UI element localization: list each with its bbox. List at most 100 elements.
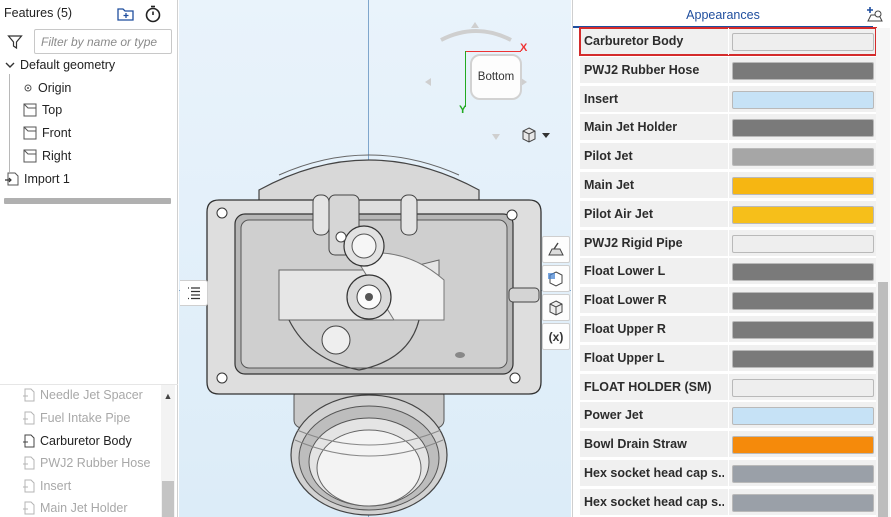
- appearance-part-name: Carburetor Body: [584, 34, 684, 48]
- tree-item-right[interactable]: Right: [22, 146, 71, 166]
- tree-item-label: Import 1: [24, 172, 70, 186]
- appearance-row[interactable]: Hex socket head cap s...: [580, 460, 876, 487]
- tree-item-origin[interactable]: Origin: [22, 78, 71, 98]
- tree-item-label: Right: [42, 149, 72, 163]
- appearance-row[interactable]: Insert: [580, 85, 876, 113]
- part-item-insert[interactable]: Insert: [22, 476, 71, 496]
- appearance-row[interactable]: Power Jet: [580, 402, 876, 430]
- appearance-row[interactable]: FLOAT HOLDER (SM): [580, 373, 876, 401]
- color-swatch[interactable]: [732, 493, 874, 512]
- color-swatch[interactable]: [732, 205, 874, 224]
- appearance-part-name: Bowl Drain Straw: [584, 437, 687, 452]
- feature-filter-input[interactable]: [34, 29, 172, 54]
- appearances-scroll-thumb[interactable]: [878, 282, 888, 517]
- rollback-timer-icon[interactable]: [144, 5, 162, 23]
- color-swatch[interactable]: [732, 33, 874, 51]
- variables-button[interactable]: (x): [542, 323, 570, 350]
- appearances-tab[interactable]: Appearances: [686, 8, 760, 22]
- appearance-part-name: Power Jet: [584, 408, 644, 423]
- column-divider: [728, 258, 729, 286]
- color-swatch[interactable]: [732, 349, 874, 368]
- feature-list-scrollbar[interactable]: [4, 198, 171, 204]
- appearance-row[interactable]: Main Jet: [580, 172, 876, 199]
- tree-item-top[interactable]: Top: [22, 100, 62, 120]
- list-icon: [187, 287, 200, 300]
- appearance-row[interactable]: Float Lower L: [580, 258, 876, 286]
- part-item-fuel-intake-pipe[interactable]: Fuel Intake Pipe: [22, 408, 130, 428]
- appearance-part-name: Main Jet Holder: [584, 120, 678, 135]
- appearance-tool-button[interactable]: [542, 236, 570, 263]
- tree-item-label: Top: [42, 103, 63, 117]
- appearance-part-name: Float Upper L: [584, 350, 665, 365]
- view-cube-face[interactable]: Bottom: [470, 54, 522, 100]
- add-appearance-icon[interactable]: [865, 5, 885, 23]
- view-cube-rotation-arrows-icon[interactable]: [421, 18, 531, 148]
- appearance-part-name: PWJ2 Rubber Hose: [584, 62, 700, 77]
- color-swatch[interactable]: [732, 148, 874, 167]
- color-swatch[interactable]: [732, 292, 874, 311]
- section-view-button[interactable]: [542, 265, 570, 292]
- color-swatch[interactable]: [732, 119, 874, 138]
- appearance-part-name: Hex socket head cap s...: [584, 466, 724, 480]
- appearance-part-name: Pilot Air Jet: [584, 206, 653, 221]
- render-mode-button[interactable]: [542, 294, 570, 321]
- y-axis-indicator: [465, 51, 466, 107]
- appearance-row[interactable]: PWJ2 Rigid Pipe: [580, 229, 876, 257]
- appearance-row[interactable]: Hex socket head cap s...: [580, 488, 876, 516]
- feature-list-header: Features (5): [0, 0, 178, 28]
- column-divider: [728, 431, 729, 459]
- part-item-pwj2-rubber-hose[interactable]: PWJ2 Rubber Hose: [22, 453, 150, 473]
- tree-item-default-geometry[interactable]: Default geometry: [4, 55, 115, 75]
- view-cube[interactable]: Bottom X Y: [421, 18, 531, 148]
- color-swatch[interactable]: [732, 378, 874, 397]
- tree-item-front[interactable]: Front: [22, 123, 71, 143]
- appearance-row[interactable]: Float Lower R: [580, 287, 876, 315]
- appearance-row[interactable]: Pilot Jet: [580, 143, 876, 171]
- carburetor-model[interactable]: [179, 0, 571, 517]
- appearance-row[interactable]: Float Upper L: [580, 344, 876, 372]
- part-item-label: Carburetor Body: [40, 434, 132, 448]
- color-swatch[interactable]: [732, 90, 874, 109]
- appearance-row[interactable]: Bowl Drain Straw: [580, 431, 876, 459]
- tree-item-import[interactable]: Import 1: [4, 169, 70, 189]
- plane-icon: [22, 102, 38, 118]
- scroll-up-arrow-icon[interactable]: ▲: [163, 391, 173, 401]
- graphics-viewport[interactable]: Bottom X Y: [179, 0, 571, 517]
- add-folder-icon[interactable]: [117, 6, 135, 22]
- section-cube-icon: [548, 270, 563, 287]
- y-axis-label: Y: [459, 104, 467, 116]
- appearance-row[interactable]: Float Upper R: [580, 316, 876, 343]
- tree-item-label: Default geometry: [20, 58, 116, 72]
- part-item-needle-jet-spacer[interactable]: Needle Jet Spacer: [22, 385, 143, 405]
- tree-connector: [9, 74, 10, 172]
- part-item-carburetor-body[interactable]: Carburetor Body: [22, 431, 132, 451]
- variable-function-icon: (x): [548, 329, 564, 344]
- part-icon: [22, 434, 36, 448]
- color-swatch[interactable]: [732, 234, 874, 253]
- appearance-row[interactable]: Pilot Air Jet: [580, 200, 876, 228]
- appearance-row[interactable]: Main Jet Holder: [580, 114, 876, 142]
- color-swatch[interactable]: [732, 465, 874, 483]
- plane-icon: [22, 148, 38, 164]
- appearance-part-name: FLOAT HOLDER (SM): [584, 379, 712, 394]
- color-swatch[interactable]: [732, 61, 874, 80]
- column-divider: [728, 402, 729, 430]
- dropdown-caret-icon: [542, 133, 550, 138]
- chevron-down-icon[interactable]: [4, 57, 16, 73]
- appearance-row[interactable]: Carburetor Body: [579, 27, 877, 56]
- part-icon: [22, 388, 36, 402]
- color-swatch[interactable]: [732, 263, 874, 282]
- part-item-main-jet-holder[interactable]: Main Jet Holder: [22, 498, 128, 517]
- color-swatch[interactable]: [732, 177, 874, 195]
- view-options-dropdown[interactable]: [521, 125, 557, 145]
- parts-list-scroll-thumb[interactable]: [162, 481, 174, 517]
- color-swatch[interactable]: [732, 321, 874, 339]
- color-swatch[interactable]: [732, 436, 874, 455]
- filter-icon[interactable]: [7, 34, 23, 50]
- column-divider: [728, 460, 729, 487]
- feature-list-title: Features (5): [4, 6, 73, 20]
- appearance-row[interactable]: PWJ2 Rubber Hose: [580, 56, 876, 84]
- color-swatch[interactable]: [732, 407, 874, 426]
- column-divider: [728, 56, 729, 84]
- feature-list-toggle-button[interactable]: [180, 280, 208, 306]
